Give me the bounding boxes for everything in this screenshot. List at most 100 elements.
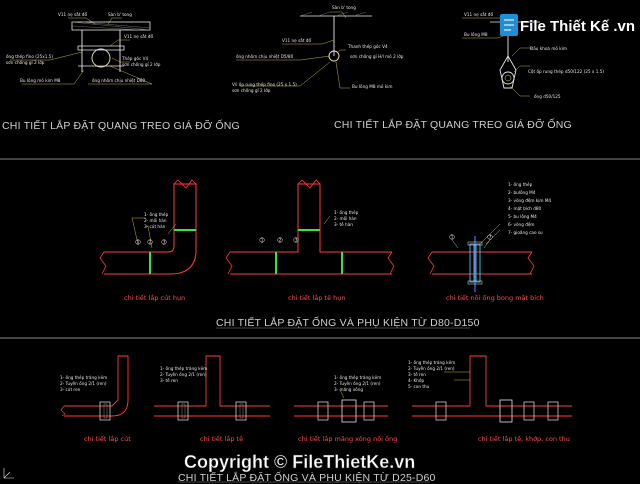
flange-left [469, 243, 475, 283]
slab-hatch [71, 21, 151, 31]
leader [335, 61, 350, 89]
label: Bu lông mỏ kim M8 [20, 78, 61, 83]
legend-line: 5- con thu [408, 384, 430, 389]
callout-number: 1 [261, 238, 264, 243]
label: Sàn b' tong [332, 5, 356, 10]
pipe-elbow-outline [64, 355, 129, 417]
legend-line: 3- tê ren [160, 378, 178, 383]
leader [339, 389, 345, 399]
callout-number: 1 [451, 235, 454, 240]
ucs-icon [3, 468, 14, 479]
callout-bubble [277, 237, 283, 243]
leader [107, 17, 122, 25]
break-line [387, 251, 395, 275]
legend-line: 3- cút ren [60, 387, 81, 392]
caption-coupling: chi tiết lắp măng xông nối ống [298, 434, 397, 443]
leader [513, 65, 530, 73]
leader [282, 39, 335, 45]
leader [236, 55, 331, 61]
tee-weld-detail: 1 2 3 1- ống thép 2- mối hàn 3- tê hàn c… [225, 179, 395, 302]
callout-number: 3 [163, 240, 166, 245]
legend-line: 2- Tuyên ống 2/1 (ren) [334, 381, 381, 386]
legend-line: 1- ống thép tráng kẽm [408, 360, 455, 365]
elbow-weld-detail: 1 2 3 1- ống thép 2- mối hàn 3- cút hàn … [99, 179, 197, 302]
section1-left-title: CHI TIẾT LẮP ĐẶT QUANG TREO GIÁ ĐỠ ỐNG [2, 118, 240, 132]
leader [131, 217, 146, 245]
label: sơn chống gỉ 2 lớp [6, 60, 45, 65]
socket-coupling [341, 399, 357, 423]
legend-line: 2- bulông M4 [508, 190, 536, 195]
callout-number: 1 [137, 240, 140, 245]
label: V11 nẹ sắt đổ [282, 38, 311, 43]
legend-line: 3- tê hàn [334, 222, 353, 227]
legend-line: 1- ống thép tráng kẽm [160, 366, 207, 371]
logo-lines [504, 19, 514, 31]
thread-mark [181, 403, 186, 419]
leader [146, 225, 153, 249]
legend-line: 4- Khớp [408, 378, 424, 383]
leader [10, 51, 83, 61]
leader [167, 223, 177, 235]
leader [109, 39, 130, 47]
legend-line: 2- Tuyên ống 2/1 (ren) [60, 381, 107, 386]
leader [88, 65, 153, 85]
hanger-detail-middle: Sàn b' tong V11 nẹ sắt đổ Thanh thép góc… [232, 5, 404, 93]
thread-mark [103, 403, 108, 419]
callout-bubble [147, 239, 153, 245]
label: ống d50/125 [534, 94, 561, 99]
legend-line: 1- ống thép tráng kẽm [60, 375, 107, 380]
leader [509, 85, 530, 97]
leader [111, 57, 130, 63]
site-logo: File Thiết Kế .vn [500, 14, 635, 36]
label: Bu lông M8 [464, 32, 488, 37]
copyright-text: Copyright © FileThietKe.vn [184, 452, 415, 472]
callout-number: 2 [149, 240, 152, 245]
legend-line: 1- ống thép [334, 210, 359, 215]
callout-bubble [293, 237, 299, 243]
flange-right [475, 243, 481, 283]
caption-tee-union: chi tiết lắp tê, khớp, con thu [478, 434, 570, 443]
logo-text: File Thiết Kế .vn [520, 18, 635, 35]
leader [444, 371, 470, 381]
section2-title: CHI TIẾT LẮP ĐẶT ỐNG VÀ PHỤ KIỆN TỪ D80-… [216, 315, 480, 329]
break-line [99, 251, 107, 275]
leader [451, 223, 501, 249]
angle-bracket [77, 45, 125, 51]
label: sơn chống gỉ 2 lớp [232, 88, 271, 93]
callout-bubble [449, 234, 455, 240]
legend-line: 1- ống thép tráng kẽm [334, 375, 381, 380]
label: Đầu khoá mỏ kim [530, 46, 567, 51]
label: V/i ốp rung thép fino (25 x 1.5) [232, 82, 297, 87]
callout-number: 2 [279, 238, 282, 243]
threaded-fitting [435, 401, 447, 421]
legend-line: 5- bu lông M4 [508, 214, 537, 219]
legend-line: 3- măng xông [334, 387, 363, 392]
thread-mark [239, 403, 244, 419]
legend-line: 6- vòng đệm [508, 222, 535, 227]
label: ống nhôm chịu nhiệt D5/80 [236, 54, 294, 59]
pipe-inner [504, 74, 512, 82]
leader [323, 215, 331, 225]
callout-bubble [259, 237, 265, 243]
leader [330, 11, 347, 19]
threaded-fitting [363, 401, 375, 421]
break-line [60, 405, 66, 417]
caption-elbow: chi tiết lắp cút hụn [124, 293, 185, 302]
legend-line: 3- cút hàn [144, 224, 166, 229]
threaded-elbow [99, 401, 111, 421]
leader [68, 17, 96, 25]
label: V11 nẹ sắt đổ [124, 34, 153, 39]
pipe-section [501, 71, 515, 85]
label: sơn chống gỉ H/l mỏ 2 lớp [350, 54, 404, 59]
caption-threaded-elbow: chi tiết lắp cút [84, 434, 131, 443]
flange-joint-detail: 1 7 1- ống thép 2- bulông M4 3- vòng đệm… [427, 182, 551, 302]
legend-line: 2- Tuyên ống 2/1 (ren) [160, 372, 207, 377]
break-line [297, 179, 321, 189]
section3-title: CHI TIẾT LẮP ĐẶT ỐNG VÀ PHỤ KIỆN TỪ D25-… [178, 470, 436, 484]
pipe-clamp [328, 55, 340, 62]
callout-bubble [161, 239, 167, 245]
callout-number: 7 [489, 235, 492, 240]
legend-line: 2- Tuyên ống 2/1 (ren) [408, 366, 455, 371]
